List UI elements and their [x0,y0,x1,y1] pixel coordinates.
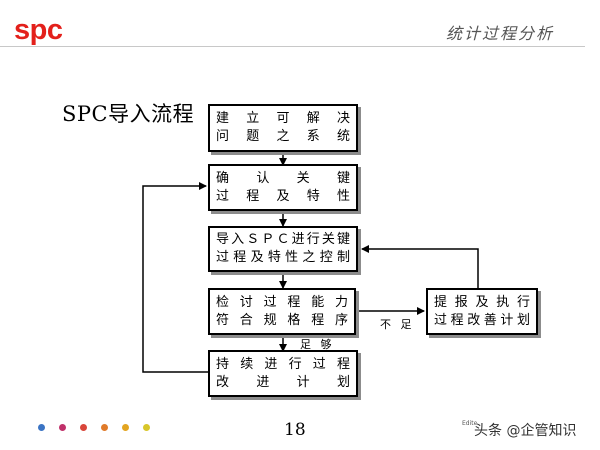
dot [59,424,66,431]
box-line: 过 程 及 特 性 [216,188,350,204]
arrow-continuous-to-confirm [142,182,208,373]
header-title: 统计过程分析 [445,24,554,43]
label-sufficient: 足 够 [300,338,335,351]
box-line: 提 报 及 执 行 [434,294,530,310]
dot [101,424,108,431]
box-line: 确 认 关 键 [216,170,350,186]
box-line: 过程及特性之控制 [216,250,350,265]
box-introduce-spc: 导入ＳＰＣ进行关键 过程及特性之控制 [208,226,358,272]
box-confirm-key: 确 认 关 键 过 程 及 特 性 [208,164,358,211]
box-line: 符 合 规 格 程 序 [216,312,348,328]
decorative-dots [38,424,150,431]
box-line: 持 续 进 行 过 程 [216,356,350,372]
box-improvement: 提 报 及 执 行 过程改善计划 [426,288,538,335]
dot [122,424,129,431]
spc-logo: spc [14,14,63,46]
arrow-improvement-to-introduce [361,245,479,288]
box-line: 检 讨 过 程 能 力 [216,294,348,310]
header-divider [0,46,585,47]
dot [80,424,87,431]
box-continuous: 持 续 进 行 过 程 改 进 计 划 [208,350,358,397]
box-line: 建 立 可 解 决 [216,111,350,126]
label-insufficient: 不 足 [380,318,415,331]
page-number: 18 [284,420,306,440]
box-build-system: 建 立 可 解 决 问 题 之 系 统 [208,104,358,152]
edit-text: Edite [462,420,478,427]
dot [38,424,45,431]
watermark: 头条 @企管知识 [474,423,577,439]
box-line: 改 进 计 划 [216,374,350,390]
box-line: 问 题 之 系 统 [216,129,350,144]
box-line: 过程改善计划 [434,312,530,328]
box-check-capability: 检 讨 过 程 能 力 符 合 规 格 程 序 [208,288,356,335]
box-line: 导入ＳＰＣ进行关键 [216,232,350,247]
section-title: SPC导入流程 [62,102,195,126]
dot [143,424,150,431]
